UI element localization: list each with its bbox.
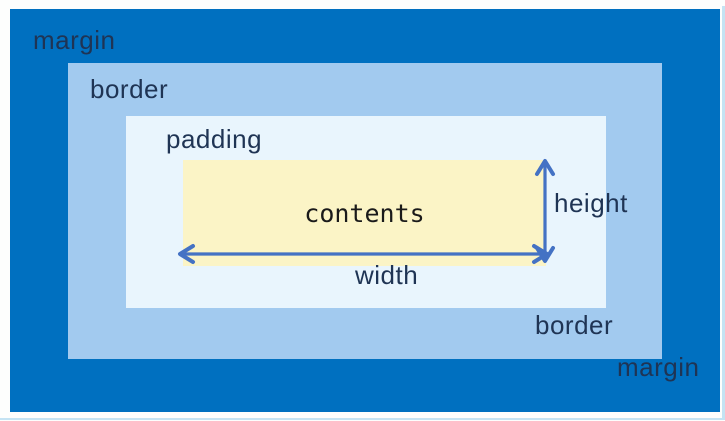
margin-label-bottom: margin xyxy=(617,352,700,382)
contents-label: contents xyxy=(304,198,425,228)
padding-label: padding xyxy=(166,124,263,154)
page-edge-bottom xyxy=(0,418,725,420)
border-label-bottom: border xyxy=(535,310,614,340)
width-label: width xyxy=(355,260,419,290)
content-box: contents xyxy=(183,160,546,266)
border-label-top: border xyxy=(90,74,169,104)
page-edge-right xyxy=(722,6,725,418)
margin-label-top: margin xyxy=(33,25,116,55)
height-label: height xyxy=(554,188,628,218)
